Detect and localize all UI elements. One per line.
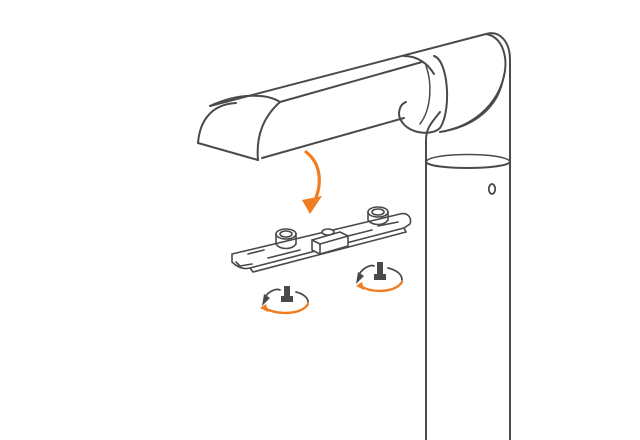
mounting-plate <box>231 206 412 273</box>
rotate-arrow-icon <box>260 288 310 315</box>
lamp-head <box>197 55 435 161</box>
thumb-screw-right <box>356 262 404 293</box>
thumb-screw-left <box>260 286 310 315</box>
curved-arrow-icon <box>302 150 322 214</box>
lamp-arm <box>209 32 511 163</box>
rotate-arrow-icon <box>356 264 404 293</box>
vertical-pole <box>425 153 511 440</box>
